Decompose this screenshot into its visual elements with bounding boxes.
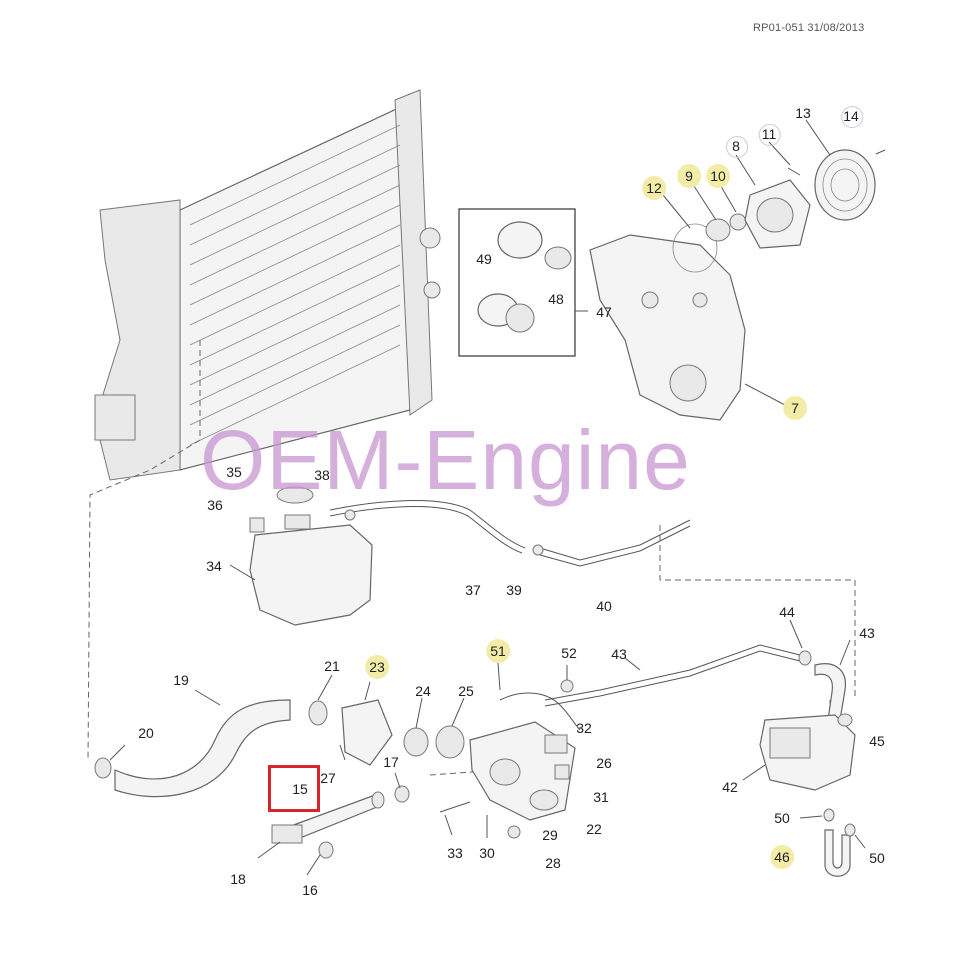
callout-37[interactable]: 37 [465, 582, 481, 598]
callout-50-left[interactable]: 50 [774, 810, 790, 826]
callout-42[interactable]: 42 [722, 779, 738, 795]
hoses-37-40 [329, 500, 691, 567]
callout-33[interactable]: 33 [447, 845, 463, 861]
callout-46[interactable]: 46 [770, 845, 794, 869]
callout-18[interactable]: 18 [230, 871, 246, 887]
callout-52[interactable]: 52 [561, 645, 577, 661]
callout-26[interactable]: 26 [596, 755, 612, 771]
callout-32[interactable]: 32 [576, 720, 592, 736]
lower-hose [94, 689, 291, 798]
callout-30[interactable]: 30 [479, 845, 495, 861]
water-pump-group [662, 119, 886, 249]
callout-45[interactable]: 45 [869, 733, 885, 749]
callout-34[interactable]: 34 [206, 558, 222, 574]
callout-28[interactable]: 28 [545, 855, 561, 871]
callout-16[interactable]: 16 [302, 882, 318, 898]
engine-cover [589, 223, 786, 421]
callout-23[interactable]: 23 [365, 655, 389, 679]
callout-22[interactable]: 22 [586, 821, 602, 837]
callout-25[interactable]: 25 [458, 683, 474, 699]
callout-36[interactable]: 36 [207, 497, 223, 513]
callout-21[interactable]: 21 [324, 658, 340, 674]
pipe-15 [257, 772, 410, 876]
callout-13[interactable]: 13 [795, 105, 811, 121]
callout-44[interactable]: 44 [779, 604, 795, 620]
callout-15[interactable]: 15 [292, 781, 308, 797]
callout-29[interactable]: 29 [542, 827, 558, 843]
callout-31[interactable]: 31 [593, 789, 609, 805]
callout-10[interactable]: 10 [706, 164, 730, 188]
callout-43-right[interactable]: 43 [859, 625, 875, 641]
callout-35[interactable]: 35 [226, 464, 242, 480]
callout-24[interactable]: 24 [415, 683, 431, 699]
callout-38[interactable]: 38 [314, 467, 330, 483]
heater-valve [742, 713, 856, 791]
callout-11[interactable]: 11 [759, 124, 781, 146]
callout-27[interactable]: 27 [320, 770, 336, 786]
thermostat-inset [458, 208, 588, 357]
expansion-tank [229, 486, 373, 626]
callout-7[interactable]: 7 [783, 396, 807, 420]
callout-40[interactable]: 40 [596, 598, 612, 614]
reference-label: RP01-051 31/08/2013 [753, 22, 865, 34]
callout-19[interactable]: 19 [173, 672, 189, 688]
callout-8[interactable]: 8 [726, 136, 748, 158]
callout-48[interactable]: 48 [548, 291, 564, 307]
heater-hose-43 [544, 619, 851, 721]
callout-17[interactable]: 17 [383, 754, 399, 770]
watermark: OEM-Engine [200, 413, 691, 507]
selected-part-box[interactable] [268, 765, 320, 812]
callout-39[interactable]: 39 [506, 582, 522, 598]
callout-12[interactable]: 12 [642, 176, 666, 200]
thermostat-housing [308, 674, 465, 766]
callout-50-right[interactable]: 50 [869, 850, 885, 866]
outlet-housing [439, 662, 581, 839]
hose-46 [799, 808, 866, 877]
callout-51[interactable]: 51 [486, 639, 510, 663]
callout-47[interactable]: 47 [596, 304, 612, 320]
callout-20[interactable]: 20 [138, 725, 154, 741]
radiator [94, 89, 441, 481]
callout-43-left[interactable]: 43 [611, 646, 627, 662]
callout-49[interactable]: 49 [476, 251, 492, 267]
callout-14[interactable]: 14 [841, 106, 863, 128]
callout-9[interactable]: 9 [677, 164, 701, 188]
